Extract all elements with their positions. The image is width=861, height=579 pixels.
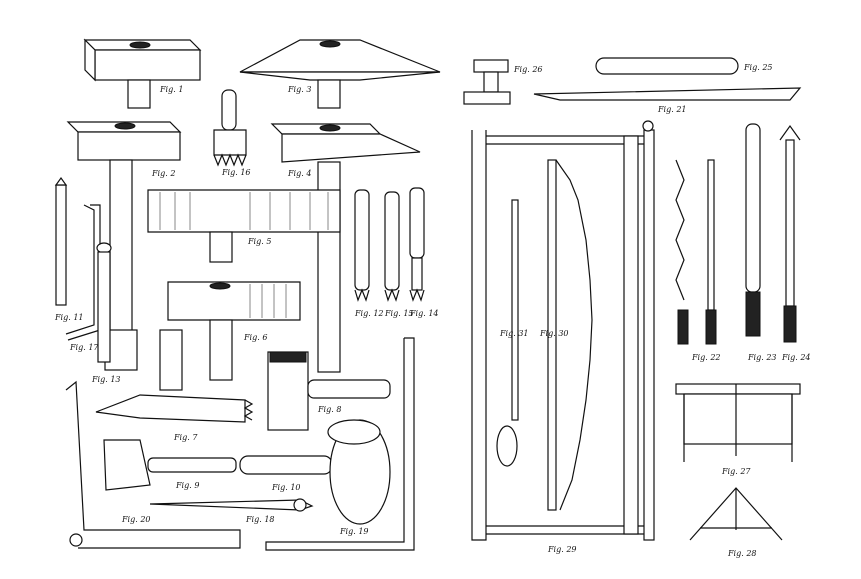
fig10-label: Fig. 10 — [271, 483, 301, 492]
fig15-chisel — [384, 191, 400, 302]
fig18-label: Fig. 18 — [245, 515, 275, 524]
fig4-label: Fig. 4 — [287, 169, 311, 178]
fig13-label: Fig. 13 — [91, 375, 121, 384]
fig17-label: Fig. 17 — [69, 343, 99, 352]
fig19-label: Fig. 19 — [339, 527, 369, 536]
fig20-label: Fig. 20 — [121, 515, 151, 524]
fig7-axe — [95, 329, 254, 423]
fig8-label: Fig. 8 — [317, 405, 341, 414]
fig6-label: Fig. 6 — [243, 333, 267, 342]
fig11-label: Fig. 11 — [54, 313, 84, 322]
fig3-label: Fig. 3 — [287, 85, 311, 94]
fig5-label: Fig. 5 — [247, 237, 271, 246]
fig19-mallet — [327, 419, 391, 525]
fig12-chisel — [354, 189, 370, 302]
fig26-label: Fig. 26 — [513, 65, 543, 74]
fig22-rasps — [675, 159, 717, 345]
fig15-label: Fig. 15 — [384, 309, 414, 318]
fig18-dividers — [149, 498, 314, 512]
fig2-hammer — [66, 121, 182, 371]
fig5-axe — [147, 189, 341, 263]
fig30-saw-blade — [547, 159, 593, 511]
fig27-label: Fig. 27 — [721, 467, 751, 476]
fig29-label: Fig. 29 — [547, 545, 577, 554]
fig16-label: Fig. 16 — [221, 168, 251, 177]
fig9-hammer — [103, 439, 237, 491]
fig21-spatula — [533, 87, 802, 101]
fig26-stamp — [463, 59, 511, 105]
fig10-handle — [239, 455, 333, 475]
fig3-hammer — [239, 39, 441, 109]
fig16-chisel — [213, 89, 247, 167]
fig23-blade — [745, 123, 761, 337]
fig24-label: Fig. 24 — [781, 353, 811, 362]
fig2-label: Fig. 2 — [151, 169, 175, 178]
fig1-label: Fig. 1 — [159, 85, 183, 94]
fig30-label: Fig. 30 — [539, 329, 569, 338]
fig31-label: Fig. 31 — [499, 329, 529, 338]
fig28-a-frame — [689, 487, 783, 541]
fig14-label: Fig. 14 — [409, 309, 439, 318]
fig25-label: Fig. 25 — [743, 63, 773, 72]
fig24-arrow — [779, 124, 801, 343]
fig20-square — [65, 380, 241, 549]
fig14-chisel — [409, 187, 425, 302]
fig28-label: Fig. 28 — [727, 549, 757, 558]
fig21-label: Fig. 21 — [657, 105, 687, 114]
fig8-hammer — [267, 351, 391, 431]
carpenter-square — [265, 337, 415, 551]
fig23-label: Fig. 23 — [747, 353, 777, 362]
fig1-hammer — [83, 38, 202, 109]
fig13-punch — [96, 242, 112, 363]
fig9-label: Fig. 9 — [175, 481, 199, 490]
fig11-chisel — [54, 176, 68, 306]
fig22-label: Fig. 22 — [691, 353, 721, 362]
fig25-handle — [595, 57, 739, 75]
fig27-stand — [675, 383, 801, 462]
fig12-label: Fig. 12 — [354, 309, 384, 318]
fig7-label: Fig. 7 — [173, 433, 198, 442]
fig31-spoon-tool — [496, 199, 519, 467]
fig29-frame-saw — [471, 120, 655, 541]
fig6-hammer — [167, 281, 301, 381]
